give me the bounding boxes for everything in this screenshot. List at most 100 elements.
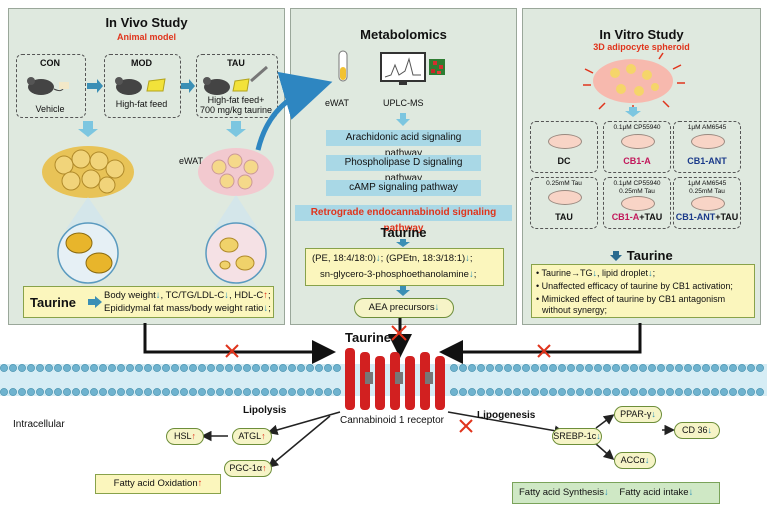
center-taurine-label: Taurine — [345, 330, 391, 345]
fatty-acid-oxidation-box: Fatty acid Oxidation↑ — [95, 474, 221, 494]
invivo-summary-line1: Body weight↓, TC/TG/LDL-C↓, HDL-C↑; — [104, 290, 271, 301]
dish-group-name: CB1-A — [623, 156, 651, 166]
pathway-highlight: Retrograde endocannabinoid signaling pat… — [295, 205, 512, 234]
dish-treatment-label-2: 0.25mM Tau — [689, 188, 725, 195]
aea-precursors-badge: AEA precursors↓ — [354, 298, 454, 318]
down-arrow-icon-metab1 — [396, 113, 410, 126]
invitro-taurine-label: Taurine — [626, 248, 673, 263]
dish-group-name: CB1-ANT — [687, 156, 727, 166]
mouse-icons — [27, 65, 268, 95]
group-con-desc: Vehicle — [35, 104, 65, 114]
pathway-0: Arachidonic acid signaling pathway — [326, 130, 481, 159]
dish-treatment-label: 0.1μM CP55940 — [613, 124, 661, 131]
invitro-subtitle: 3D adipocyte spheroid — [593, 42, 690, 52]
down-arrow-icon-vitro2 — [610, 250, 623, 261]
invivo-summary-line2: Epididymal fat mass/body weight ratio↓; — [104, 303, 271, 314]
cb1-receptor-icon — [345, 348, 445, 410]
culture-dish-0: DC — [530, 121, 598, 173]
invivo-taurine-label: Taurine — [30, 295, 76, 310]
invitro-connector — [439, 323, 642, 364]
invivo-summary-box: Taurine Body weight↓, TC/TG/LDL-C↓, HDL-… — [23, 286, 274, 318]
petri-dish-icon — [621, 196, 655, 211]
invivo-subtitle: Animal model — [116, 32, 176, 42]
cd36-node: CD 36↓ — [674, 422, 720, 439]
petri-dish-icon — [548, 190, 582, 205]
group-con-box — [16, 54, 86, 118]
dish-treatment-label: 0.25mM Tau — [546, 180, 582, 187]
down-arrow-icon — [78, 121, 98, 137]
petri-dish-icon — [691, 196, 725, 211]
lipogenesis-effect-box: Fatty acid Synthesis↓ Fatty acid intake↓ — [512, 482, 720, 504]
dish-treatment-label: 1μM AM6545 — [687, 124, 727, 131]
metabolite-line1: (PE, 18:4/18:0)↓; (GPEtn, 18:3/18:1)↓; — [312, 253, 473, 264]
dish-group-name: CB1-ANT+TAU — [675, 212, 739, 222]
pgc1a-node: PGC-1α↑ — [224, 460, 272, 477]
atgl-node: ATGL↑ — [232, 428, 272, 445]
lipolysis-title: Lipolysis — [243, 405, 287, 416]
metabolomics-title: Metabolomics — [360, 27, 447, 42]
test-tube-icon — [338, 50, 348, 82]
down-arrow-icon-metab3 — [396, 286, 410, 296]
group-con-name: CON — [40, 58, 60, 68]
invivo-connector — [143, 323, 336, 364]
group-mod-desc: High-fat feed — [115, 99, 168, 109]
mouse-icon-mod — [115, 77, 166, 95]
invivo-panel: In Vivo Study Animal model CON MOD TAU V… — [8, 8, 285, 325]
petri-dish-icon — [621, 134, 655, 149]
invitro-bullet3: • Mimicked effect of taurine by CB1 anta… — [536, 294, 726, 304]
petri-dish-icon — [548, 134, 582, 149]
invitro-summary-box: • Taurine→TG↓, lipid droplet↓; • Unaffec… — [531, 264, 755, 318]
dish-treatment-label: 1μM AM6545 — [687, 180, 727, 187]
ewat-illustration — [42, 121, 274, 284]
lipogenesis-title: Lipogenesis — [477, 410, 536, 421]
mod-adipocyte-zoom-icon — [57, 222, 119, 284]
tau-adipocyte-zoom-icon — [205, 222, 267, 284]
adipocyte-spheroid-icon — [583, 52, 685, 117]
metabolite-box: (PE, 18:4/18:0)↓; (GPEtn, 18:3/18:1)↓; s… — [305, 248, 504, 286]
group-tau-desc2: 700 mg/kg taurine — [199, 105, 273, 115]
mouse-icon-tau — [203, 65, 268, 95]
intracellular-label: Intracellular — [13, 419, 65, 430]
invivo-title: In Vivo Study — [105, 15, 188, 30]
group-mod-name: MOD — [131, 58, 152, 68]
receptor-label: Cannabinoid 1 receptor — [340, 415, 444, 426]
mod-fat-tissue-icon — [42, 146, 134, 198]
group-mod-box — [104, 54, 181, 118]
arrow-icons — [87, 79, 195, 93]
petri-dish-icon — [691, 134, 725, 149]
metabolomics-panel: Metabolomics eWAT UPLC-MS Arachidonic ac… — [290, 8, 517, 325]
ewat-label: eWAT — [179, 156, 203, 166]
instrument-icons — [338, 50, 445, 85]
ppar-gamma-node: PPAR-γ↓ — [614, 406, 662, 423]
metab-instrument-label: UPLC-MS — [383, 98, 424, 108]
dish-treatment-label-2: 0.25mM Tau — [619, 188, 655, 195]
group-tau-name: TAU — [227, 58, 245, 68]
metabolite-line2: sn-glycero-3-phosphoethanolamine↓; — [320, 269, 477, 280]
metab-taurine-label: Taurine — [380, 225, 427, 240]
down-arrow-icon-metab2 — [396, 239, 410, 247]
invivo-to-metab-arrow — [255, 71, 333, 151]
pathway-2: cAMP signaling pathway — [326, 180, 481, 196]
right-arrow-icon — [88, 296, 102, 308]
srebp1c-node: SREBP-1c↓ — [552, 428, 602, 445]
invitro-bullet1: • Taurine→TG↓, lipid droplet↓; — [536, 268, 656, 278]
invitro-title: In Vitro Study — [599, 27, 684, 42]
heatmap-icon — [429, 59, 445, 75]
tau-fat-tissue-icon — [198, 148, 274, 196]
dish-group-name: TAU — [555, 212, 573, 222]
invitro-bullet2: • Unaffected efficacy of taurine by CB1 … — [536, 281, 733, 291]
dish-treatment-label: 0.1μM CP55940 — [613, 180, 661, 187]
invitro-taurine-row: Taurine — [523, 247, 760, 265]
mouse-icon-con — [27, 77, 69, 95]
down-arrow-icon-2 — [226, 121, 246, 137]
metab-ewat-label: eWAT — [325, 98, 349, 108]
cross-icons — [225, 325, 551, 433]
